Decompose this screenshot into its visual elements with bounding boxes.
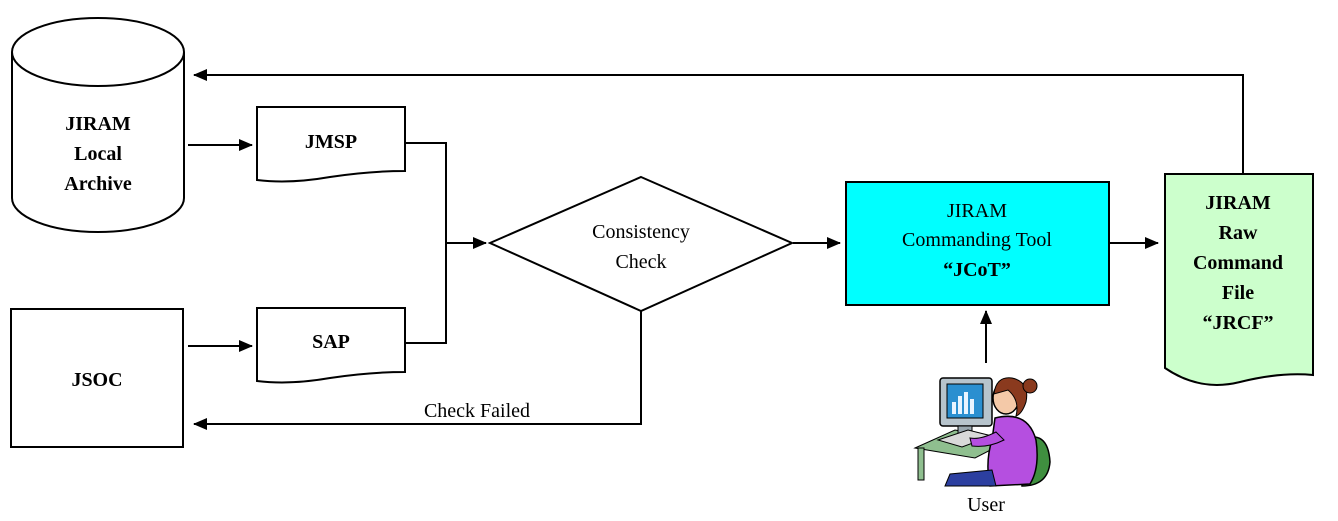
jrcf-label-line-2: Raw <box>1219 222 1258 244</box>
jcot-label-line-3: “JCoT” <box>943 259 1011 281</box>
archive-label-line-2: Local <box>74 143 122 165</box>
check-failed-label: Check Failed <box>424 400 530 422</box>
jrcf-label-line-3: Command <box>1193 252 1283 274</box>
sap-label: SAP <box>312 331 350 353</box>
jiram-local-archive-node: JIRAM Local Archive <box>11 17 185 233</box>
check-failed-arrow <box>193 311 642 430</box>
jrcf-label-line-4: File <box>1222 282 1254 304</box>
jrcf-label-line-5: “JRCF” <box>1202 312 1273 334</box>
jmsp-document-node: JMSP <box>256 106 406 183</box>
consistency-check-label-line-1: Consistency <box>592 221 690 243</box>
user-at-computer-icon <box>913 377 1051 487</box>
jmsp-label: JMSP <box>305 131 357 153</box>
jcot-node: JIRAM Commanding Tool “JCoT” <box>845 181 1110 306</box>
jrcf-to-archive-arrow <box>193 69 1244 174</box>
jsoc-label: JSOC <box>71 369 122 391</box>
sap-document-node: SAP <box>256 307 406 384</box>
jcot-label-line-2: Commanding Tool <box>902 229 1052 251</box>
jrcf-label-line-1: JIRAM <box>1205 192 1271 214</box>
merge-connector <box>406 142 447 344</box>
archive-label-line-3: Archive <box>64 173 132 195</box>
consistency-check-label-line-2: Check <box>615 251 666 273</box>
consistency-check-decision: Consistency Check <box>487 175 795 313</box>
archive-label-line-1: JIRAM <box>65 113 131 135</box>
user-label: User <box>967 494 1005 516</box>
jcot-label-line-1: JIRAM <box>947 200 1007 222</box>
jrcf-document-node: JIRAM Raw Command File “JRCF” <box>1164 173 1314 386</box>
jsoc-node: JSOC <box>10 308 184 448</box>
